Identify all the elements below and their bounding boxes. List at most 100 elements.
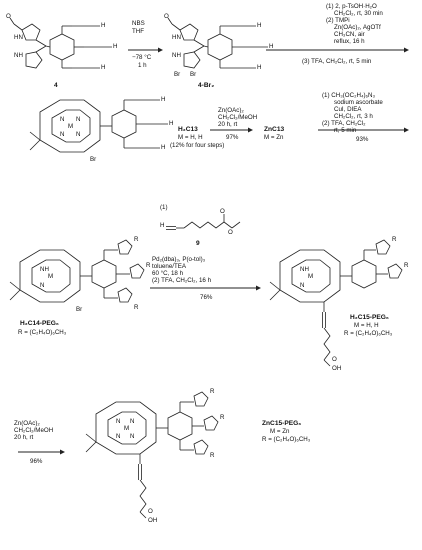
step3-line2: CH₂Cl₂/MeOH — [218, 114, 258, 121]
c15-n: N — [300, 282, 305, 289]
step4-line2: sodium ascorbate — [334, 99, 383, 106]
br-label-2: Br — [190, 71, 197, 78]
step1-line1: NBS — [132, 20, 145, 27]
step6-line2: CH₂Cl₂/MeOH — [14, 427, 54, 434]
c15-oh: OH — [332, 365, 342, 372]
step4-line4: CH₂Cl₂, rt, 3 h — [334, 113, 373, 120]
pyrrole-nh-label-br: NH — [172, 52, 181, 59]
c15zn-n-2: N — [130, 418, 135, 425]
compound-h2c14-structure — [9, 239, 145, 303]
compound-4-structure — [9, 17, 112, 69]
c14-r-2: R — [146, 262, 151, 269]
c14-m: M — [48, 273, 54, 280]
compound-4br2-structure — [167, 17, 268, 69]
c15zn-r-3: R — [210, 452, 215, 459]
alkyne-h-br-3: H — [257, 64, 262, 71]
step5-prefix: (1) — [160, 204, 168, 211]
compound-h2c13-structure — [29, 99, 168, 153]
step4-line5: (2) TFA, CH₂Cl₂ — [322, 120, 366, 127]
step2-line6: reflux, 16 h — [334, 38, 365, 45]
step6-yield: 96% — [30, 458, 43, 465]
porphyrin-n-3: N — [60, 131, 65, 138]
step3-line3: 20 h, rt — [218, 121, 238, 128]
br-label-1: Br — [174, 71, 181, 78]
porphyrin-m: M — [68, 123, 74, 130]
compound-4br2-label: 4-Br₂ — [198, 82, 215, 89]
alkyne-h-br-1: H — [257, 22, 262, 29]
pyrrole-hn-label-br: HN — [172, 34, 181, 41]
c15zn-n-4: N — [130, 433, 135, 440]
step2-line1: (1) 2, p-TsOH·H₂O — [326, 3, 377, 10]
step1-line4: 1 h — [138, 62, 147, 69]
c15-nh: NH — [300, 266, 309, 273]
c14-br: Br — [76, 306, 83, 313]
step2-line3: (2) TMPi — [326, 17, 350, 24]
c15zn-n-3: N — [116, 433, 121, 440]
alkyne-h-label-2: H — [113, 43, 118, 50]
reagent9-h: H — [160, 222, 165, 229]
aldehyde-o-label-br: O — [164, 13, 169, 20]
c15zn-m: M — [124, 425, 130, 432]
compound-h2c15-label: H₂C15-PEG₆ — [350, 314, 389, 321]
h2c15-sub2: R = (C₂H₄O)₆CH₃ — [344, 330, 393, 337]
h2c13-br-label: Br — [90, 156, 97, 163]
c14-nh: NH — [40, 266, 49, 273]
step5-line4: (2) TFA, CH₂Cl₂, 16 h — [152, 277, 212, 284]
step2-line4: Zn(OAc)₂, AgOTf — [334, 24, 381, 31]
step4-line1: (1) CH₃(OC₂H₄)₆N₃ — [322, 92, 376, 99]
alkyne-h-label-1: H — [101, 22, 106, 29]
porphyrin-n-1: N — [60, 116, 65, 123]
c15zn-r-1: R — [210, 388, 215, 395]
h2c13-subtitle: M = H, H — [178, 134, 203, 141]
reagent9-o-2: O — [228, 229, 233, 236]
compound-znc15-label: ZnC15-PEG₆ — [262, 420, 302, 427]
h2c13-h-1: H — [161, 96, 166, 103]
step4-line3: CuI, DIEA — [334, 106, 362, 113]
step5-line3: 60 °C, 18 h — [152, 270, 184, 277]
c15zn-r-2: R — [220, 414, 225, 421]
step3-yield: 97% — [226, 134, 239, 141]
step2-line7: (3) TFA, CH₂Cl₂, rt, 5 min — [302, 58, 372, 65]
compound-h2c14-label: H₂C14-PEG₆ — [20, 320, 59, 327]
compound-h2c13-label: H₂C13 — [178, 126, 198, 133]
h2c13-h-2: H — [169, 120, 174, 127]
h2c13-h-3: H — [161, 144, 166, 151]
pyrrole-nh-label: NH — [14, 52, 23, 59]
h2c15-sub1: M = H, H — [354, 322, 379, 329]
alkyne-h-label-3: H — [101, 64, 106, 71]
pyrrole-hn-label: HN — [14, 34, 23, 41]
c15zn-n-1: N — [116, 418, 121, 425]
h2c13-yield: (12% for four steps) — [170, 142, 225, 149]
step2-line2: CH₂Cl₂, rt, 30 min — [334, 10, 383, 17]
znc13-subtitle: M = Zn — [264, 134, 284, 141]
step5-line1: Pd₂(dba)₃, P(o-tol)₃ — [152, 256, 206, 263]
alkyne-h-br-2: H — [269, 43, 274, 50]
c15-m: M — [308, 273, 314, 280]
step5-line2: toluene/TEA — [152, 263, 187, 270]
step4-yield: 93% — [356, 136, 369, 143]
znc15-sub1: M = Zn — [270, 428, 290, 435]
porphyrin-n-4: N — [76, 131, 81, 138]
c14-r-1: R — [134, 236, 139, 243]
step5-yield: 76% — [200, 294, 213, 301]
step6-line1: Zn(OAc)₂ — [14, 420, 40, 427]
step6-line3: 20 h, rt — [14, 434, 34, 441]
reagent9-o-1: O — [220, 208, 225, 215]
aldehyde-o-label: O — [6, 13, 11, 20]
c14-n: N — [40, 282, 45, 289]
step4-line6: rt, 5 min — [334, 127, 357, 134]
znc15-sub2: R = (C₂H₄O)₆CH₃ — [262, 436, 311, 443]
c15-r-2: R — [404, 262, 409, 269]
reagent-9-label: 9 — [196, 240, 200, 247]
c15zn-oh: OH — [148, 517, 158, 524]
h2c14-subtitle: R = (C₂H₄O)₆CH₃ — [18, 329, 67, 336]
compound-znc15-structure — [85, 391, 219, 519]
reagent-9-structure — [166, 214, 241, 230]
c14-r-3: R — [134, 304, 139, 311]
step3-line1: Zn(OAc)₂ — [218, 107, 244, 114]
compound-4-label: 4 — [54, 82, 58, 89]
step2-line5: CH₃CN, air — [334, 31, 365, 38]
c15-o: O — [332, 356, 337, 363]
